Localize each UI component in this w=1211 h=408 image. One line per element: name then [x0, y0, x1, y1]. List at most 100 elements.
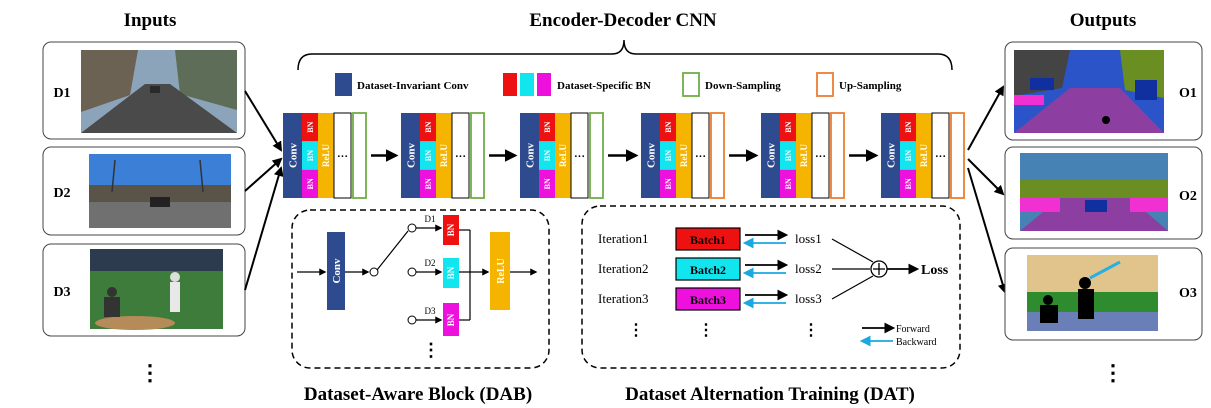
- dat-heading: Dataset Alternation Training (DAT): [625, 384, 915, 405]
- stage-bn-1: [660, 113, 676, 142]
- dab-bn-magenta: [443, 303, 459, 336]
- stage-bn-1: [780, 113, 796, 142]
- stage-bn-label: BN: [784, 121, 793, 132]
- stage-conv-label: Conv: [886, 142, 898, 168]
- stage-relu: [555, 113, 571, 198]
- encoder-decoder-brace: [297, 39, 953, 71]
- dab-conv-label: Conv: [331, 258, 343, 284]
- dab-switch-terminal-d3: [407, 315, 417, 325]
- stage-bn-2: [660, 141, 676, 170]
- inputs-column: D1 D2 D3 ⋮: [42, 41, 246, 385]
- stage-relu: [318, 113, 334, 198]
- stage-bn-2: [539, 141, 555, 170]
- dat-iteration-2: Iteration2: [598, 261, 649, 276]
- stage-conv: [761, 113, 780, 198]
- dat-sum-line-1: [831, 238, 874, 263]
- stage-conv-label: Conv: [766, 142, 778, 168]
- stage-bn-3: [420, 169, 436, 198]
- stage-downsample: [470, 112, 485, 199]
- stage-more-layers: [811, 112, 830, 199]
- dab-bn-magenta-label: BN: [446, 313, 456, 326]
- road-scene-photo-icon: [89, 154, 231, 228]
- stage-conv: [283, 113, 302, 198]
- stage-bn-label: BN: [904, 121, 913, 132]
- dab-bn-red: [443, 215, 459, 245]
- stage-bn-label: BN: [306, 121, 315, 132]
- stage-ellipsis: ···: [337, 151, 348, 163]
- dat-loss-2: loss2: [795, 261, 822, 276]
- legend-bn-cyan-swatch: [520, 73, 534, 96]
- dat-dashed-frame: [581, 205, 961, 369]
- stage-relu-label: ReLU: [439, 144, 449, 167]
- dat-loss-3: loss3: [795, 291, 822, 306]
- stage-ellipsis: ···: [935, 151, 946, 163]
- stage-downsample: [352, 112, 367, 199]
- dat-legend-forward-label: Forward: [896, 324, 930, 335]
- outputs-column: O1 O2 O3: [1004, 41, 1203, 385]
- dat-batch-1: [675, 227, 741, 251]
- stage-relu-label: ReLU: [919, 144, 929, 167]
- stage-relu-label: ReLU: [799, 144, 809, 167]
- segmentation-map-1-icon: [1014, 50, 1164, 133]
- dab-heading: Dataset-Aware Block (DAB): [304, 384, 532, 405]
- stage-relu: [676, 113, 692, 198]
- segmentation-map-3-icon: [1027, 255, 1158, 331]
- stage-bn-label: BN: [904, 150, 913, 161]
- legend-bn-red-swatch: [503, 73, 517, 96]
- stage-bn-label: BN: [424, 150, 433, 161]
- stage-more-layers: [691, 112, 710, 199]
- dab-switch-pivot: [369, 267, 379, 277]
- stage-bn-3: [780, 169, 796, 198]
- stage-bn-label: BN: [543, 121, 552, 132]
- stage-bn-2: [900, 141, 916, 170]
- stage-bn-label: BN: [306, 178, 315, 189]
- dab-switch-terminal-d2: [407, 267, 417, 277]
- output-arrow-o2: [967, 158, 1005, 196]
- stage-conv: [520, 113, 539, 198]
- stage-bn-3: [660, 169, 676, 198]
- input-arrow-d1: [244, 90, 283, 152]
- legend-bn-magenta-swatch: [537, 73, 551, 96]
- dab-relu-block: [490, 232, 510, 310]
- stage-more-layers: [931, 112, 950, 199]
- dat-batch-3: [675, 287, 741, 311]
- stage-upsample: [950, 112, 965, 199]
- stage-conv-label: Conv: [646, 142, 658, 168]
- dab-bn-cyan: [443, 258, 459, 288]
- output-arrow-o3: [967, 167, 1008, 294]
- stage-bn-2: [780, 141, 796, 170]
- inputs-more-dots: ⋮: [139, 360, 161, 385]
- dat-loss-dots: ⋮: [803, 322, 819, 339]
- stage-bn-label: BN: [306, 150, 315, 161]
- dat-iteration-1: Iteration1: [598, 231, 649, 246]
- stage-bn-label: BN: [664, 178, 673, 189]
- dat-iteration-3: Iteration3: [598, 291, 649, 306]
- stage-ellipsis: ···: [455, 151, 466, 163]
- dat-legend-backward-label: Backward: [896, 337, 937, 348]
- output-label-o2: O2: [1179, 189, 1197, 204]
- dab-relu-label: ReLU: [496, 258, 507, 284]
- outputs-more-dots: ⋮: [1102, 360, 1124, 385]
- street-scene-photo-icon: [81, 50, 237, 133]
- dat-batch-2: [675, 257, 741, 281]
- stage-bn-1: [539, 113, 555, 142]
- stage-bn-label: BN: [424, 121, 433, 132]
- legend-conv-swatch: [335, 73, 352, 96]
- outputs-heading: Outputs: [1070, 10, 1137, 31]
- stage-relu: [916, 113, 932, 198]
- stage-bn-1: [900, 113, 916, 142]
- legend-up-swatch: [816, 72, 834, 97]
- stage-bn-3: [900, 169, 916, 198]
- stage-bn-label: BN: [664, 150, 673, 161]
- stage-relu: [796, 113, 812, 198]
- stage-conv-label: Conv: [525, 142, 537, 168]
- legend-up-label: Up-Sampling: [839, 80, 902, 92]
- baseball-scene-photo-icon: [90, 249, 223, 330]
- dat-batch-3-label: Batch3: [690, 293, 726, 307]
- dat-batch-1-label: Batch1: [690, 233, 726, 247]
